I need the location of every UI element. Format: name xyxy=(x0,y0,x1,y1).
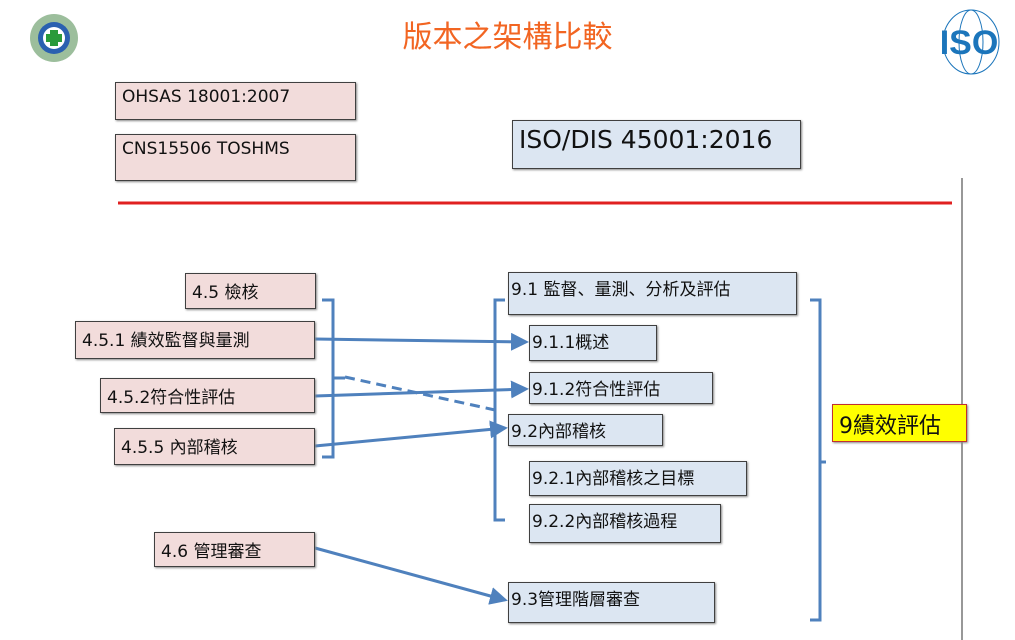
iso-dis-box: ISO/DIS 45001:2016 xyxy=(512,120,801,169)
ohsas-box: OHSAS 18001:2007 xyxy=(115,82,356,120)
clause-9-3: 9.3管理階層審查 xyxy=(508,582,715,623)
arrow-46-93 xyxy=(314,546,508,605)
page-title: 版本之架構比較 xyxy=(402,20,613,55)
clause-9-1-1: 9.1.1概述 xyxy=(529,325,657,361)
arrow-455-92 xyxy=(314,420,508,448)
cns-box: CNS15506 TOSHMS xyxy=(115,134,356,181)
clause-4-5-2: 4.5.2符合性評估 xyxy=(100,378,315,413)
clause-9-2: 9.2內部稽核 xyxy=(508,414,663,446)
iso-logo: ISO xyxy=(925,8,1013,76)
clause-9-2-1: 9.2.1內部稽核之目標 xyxy=(529,461,747,496)
arrow-452-912 xyxy=(314,380,529,399)
clause-4-6: 4.6 管理審查 xyxy=(154,532,315,567)
arrow-451-911 xyxy=(314,332,529,351)
dashed-link-45-92 xyxy=(344,375,496,412)
clause-9-1: 9.1 監督、量測、分析及評估 xyxy=(508,272,797,315)
iso-logo-text: ISO xyxy=(940,24,999,62)
osh-emblem-logo xyxy=(12,8,96,68)
left-bracket xyxy=(322,298,345,459)
performance-evaluation-label: 9績效評估 xyxy=(832,404,967,442)
right-bracket-inner xyxy=(493,298,505,522)
clause-4-5-1: 4.5.1 績效監督與量測 xyxy=(75,321,315,359)
clause-4-5-5: 4.5.5 內部稽核 xyxy=(114,428,315,465)
right-bracket-outer xyxy=(810,298,826,622)
clause-4-5: 4.5 檢核 xyxy=(185,273,316,309)
clause-9-1-2: 9.1.2符合性評估 xyxy=(529,372,713,404)
clause-9-2-2: 9.2.2內部稽核過程 xyxy=(529,504,721,543)
